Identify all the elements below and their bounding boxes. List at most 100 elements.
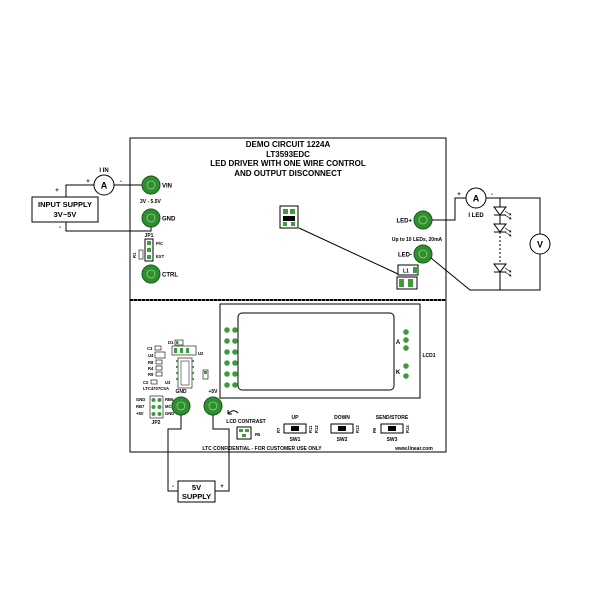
u2-pad <box>180 348 183 353</box>
plus-5v-terminal-group: +5V <box>203 389 223 416</box>
input-supply-box <box>31 196 99 223</box>
c2-label: C2 <box>143 380 149 385</box>
microcontroller-pin <box>176 378 178 380</box>
led-minus-terminal <box>413 244 433 264</box>
led-string <box>493 198 512 290</box>
five-volt-supply-setup: 5V SUPPLY - + <box>167 415 230 503</box>
jp1-pin-1 <box>147 241 151 245</box>
r1-resistor <box>138 249 144 260</box>
jp2-label: JP2 <box>152 420 161 426</box>
wire-supply-to-ammeter <box>65 184 94 197</box>
gnd-5v-terminal <box>171 396 191 416</box>
led-minus-label: LED- <box>398 253 412 259</box>
lcd-backlight-pad <box>403 337 409 343</box>
switch-up-label: UP <box>292 415 300 421</box>
led-driver-ic-pad <box>283 222 287 226</box>
controller-component-cluster: D1 U2 C3 U4 R8 R4 R9 C2 U3 LTC4707CSA <box>143 339 209 391</box>
led-plus-label: LED+ <box>396 219 412 225</box>
led-driver-ic-outline <box>279 205 299 229</box>
led-3-icon <box>493 263 512 277</box>
led-driver-ic-pad <box>291 222 295 226</box>
lcd-pad <box>224 360 230 366</box>
title-line-2: LT3593EDC <box>266 150 310 159</box>
jp2-outline <box>149 395 164 419</box>
output-measurement-setup: A + - I LED V <box>430 187 551 291</box>
website-text: www.linear.com <box>394 446 433 452</box>
jp2-pin <box>151 405 156 409</box>
plus-5v-label: +5V <box>208 389 218 395</box>
jp2-pin <box>157 412 162 416</box>
lcd-backlight-pad <box>403 373 409 379</box>
sw1-ref: SW1 <box>290 437 301 443</box>
lcd-backlight-pad <box>403 363 409 369</box>
jp2-right-label-1: RB6 <box>165 397 174 402</box>
lcd-pad <box>232 338 238 344</box>
r8-label: R8 <box>148 360 154 365</box>
lcd-pad <box>232 349 238 355</box>
jp2-pin <box>151 398 156 402</box>
vin-terminal <box>141 175 161 195</box>
u2-label: U2 <box>198 351 204 356</box>
r13-label: R13 <box>355 425 360 433</box>
switch-down: DOWN SW2 <box>330 415 354 443</box>
switch-send-store: SEND/STORE SW3 <box>376 415 409 443</box>
vin-terminal-hole <box>146 180 156 190</box>
input-supply-line-1: INPUT SUPPLY <box>38 200 92 209</box>
board-title: DEMO CIRCUIT 1224A LT3593EDC LED DRIVER … <box>210 140 366 178</box>
jp2-right-label-3: GND <box>165 411 174 416</box>
u4-label: U4 <box>148 353 154 358</box>
input-ammeter-plus: + <box>86 179 90 185</box>
lcd-module: A K <box>219 303 421 399</box>
contrast-potentiometer <box>236 426 252 440</box>
jp1-header-outline <box>144 238 154 262</box>
title-line-1: DEMO CIRCUIT 1224A <box>246 140 331 149</box>
vin-range-note: 3V - 5.5V <box>140 199 162 205</box>
led-driver-ic-pad <box>290 209 295 214</box>
input-supply-minus: - <box>59 225 61 231</box>
led-plus-terminal <box>413 210 433 230</box>
voltmeter-letter: V <box>537 240 543 250</box>
output-ammeter-letter: A <box>473 194 480 204</box>
lcd-anode-label: A <box>396 340 401 346</box>
lcd-contrast-control: LCD CONTRAST R5 <box>226 410 266 440</box>
r11-label: R11 <box>308 425 313 433</box>
microcontroller-pin <box>176 372 178 374</box>
gnd-5v-terminal-group: GND <box>171 389 191 416</box>
led-minus-terminal-hole <box>418 249 428 259</box>
l1-support-pad <box>399 279 404 287</box>
microcontroller-pin <box>192 378 194 380</box>
lcd-pad <box>224 382 230 388</box>
contrast-potentiometer-pad <box>242 434 246 437</box>
vin-terminal-group: VIN <box>141 175 172 195</box>
r4-label: R4 <box>148 366 154 371</box>
lcd-outline <box>219 303 421 399</box>
sw3-actuator <box>388 426 396 431</box>
five-volt-supply-line-1: 5V <box>192 483 201 492</box>
led-plus-terminal-hole <box>418 215 428 225</box>
c3-label: C3 <box>147 346 153 351</box>
led-plus-terminal-group: LED+ <box>396 210 433 230</box>
led-driver-ic-pad <box>283 209 288 214</box>
contrast-potentiometer-pad <box>239 429 243 432</box>
five-volt-supply-minus: - <box>172 484 174 490</box>
lcd-screen <box>237 312 395 391</box>
title-line-3: LED DRIVER WITH ONE WIRE CONTROL <box>210 159 366 168</box>
input-supply-line-2: 3V~5V <box>54 210 77 219</box>
r14-label: R14 <box>405 425 410 433</box>
lcd-pad <box>224 338 230 344</box>
jp1-pin-3 <box>147 255 151 259</box>
lcd-contrast-label: LCD CONTRAST <box>226 419 265 425</box>
jp2-left-label-2: RB7 <box>136 404 145 409</box>
r4-resistor <box>155 365 163 371</box>
d1-label: D1 <box>168 340 174 345</box>
gnd-terminal-group: GND <box>141 208 176 228</box>
l1-label: L1 <box>403 269 409 275</box>
microcontroller-pin <box>192 360 194 362</box>
contrast-potentiometer-pad <box>245 429 249 432</box>
l1-outline <box>397 264 419 276</box>
jp1-pin-2 <box>147 248 151 252</box>
wire-return-to-led-minus <box>430 254 541 291</box>
jp2-programming-header: GND RB7 +5V RB6 MCLR GND JP2 <box>136 395 177 426</box>
wire-led-plus-to-ammeter <box>432 197 466 221</box>
